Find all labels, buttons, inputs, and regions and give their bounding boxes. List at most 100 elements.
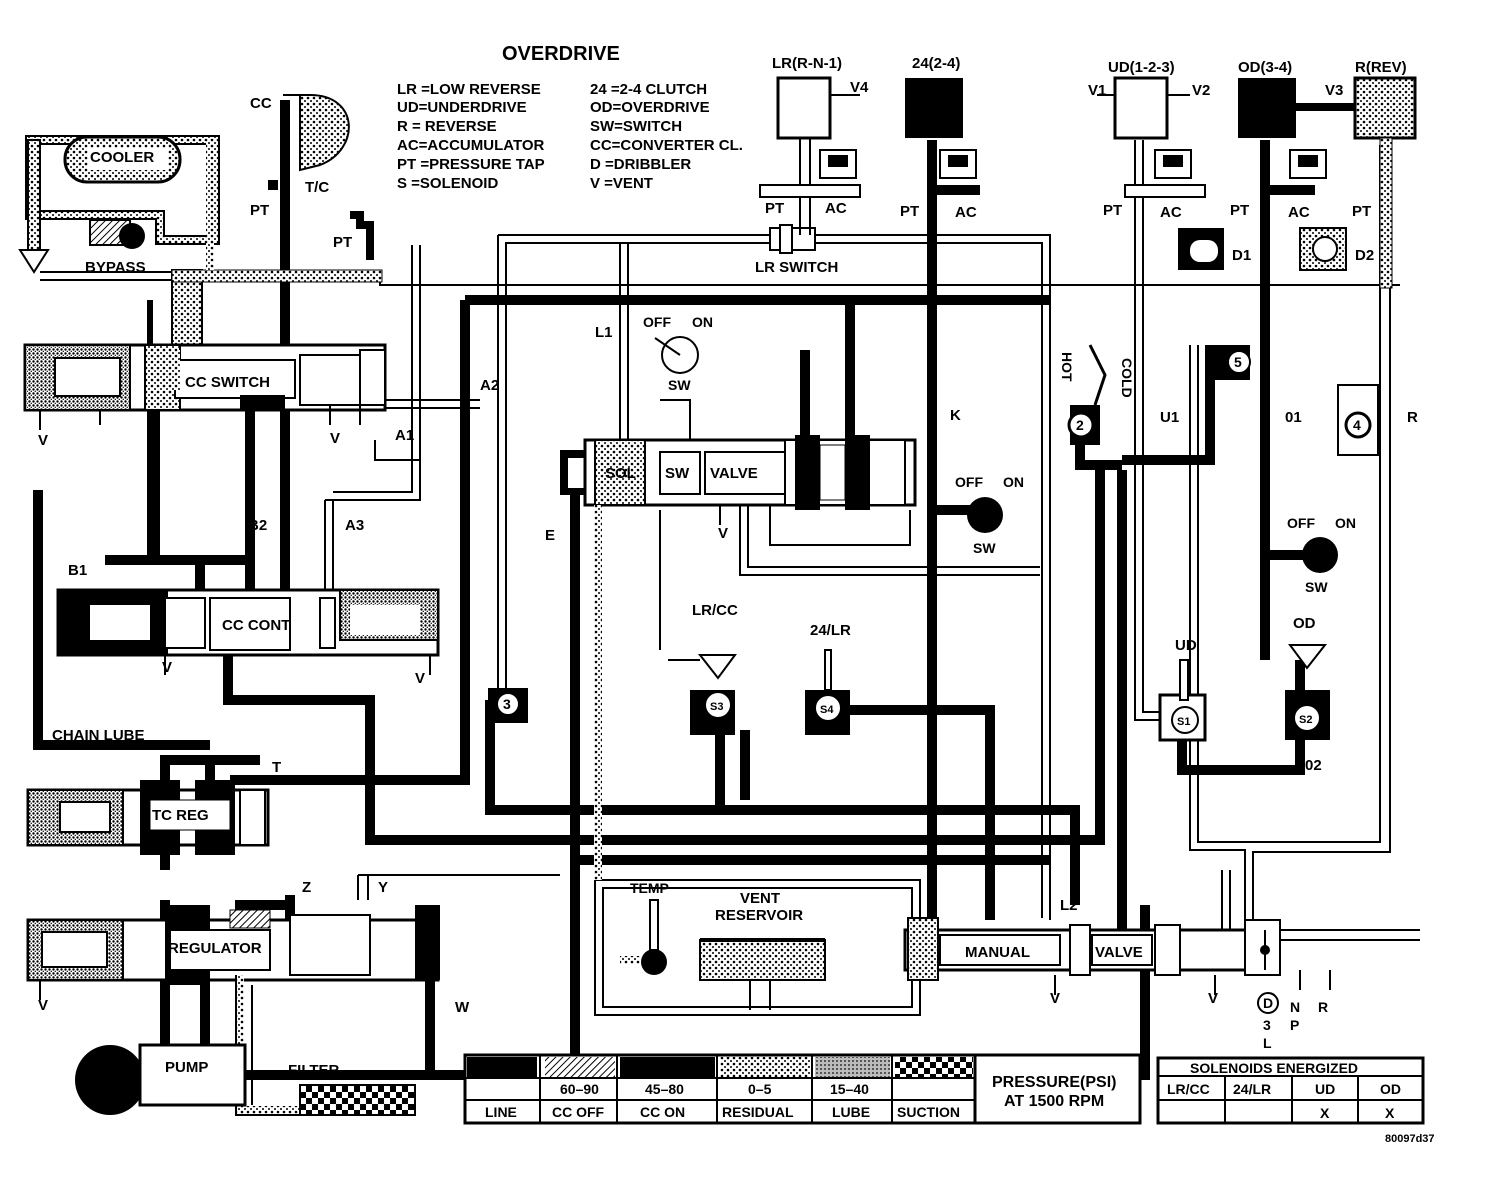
- svg-text:A1: A1: [395, 427, 414, 444]
- svg-text:0–5: 0–5: [748, 1081, 772, 1097]
- clutch-ud: [1097, 76, 1206, 198]
- svg-text:5: 5: [1234, 354, 1242, 370]
- gear-selector-labels: D 3 L N P R: [1263, 995, 1328, 1051]
- label-manual: MANUAL: [965, 944, 1030, 961]
- svg-text:A3: A3: [345, 517, 364, 534]
- svg-text:V: V: [38, 432, 48, 449]
- svg-text:PT: PT: [1352, 203, 1371, 220]
- svg-text:ON: ON: [1335, 515, 1356, 531]
- svg-text:AT 1500 RPM: AT 1500 RPM: [1004, 1093, 1104, 1110]
- label-sol: SOL: [605, 465, 636, 482]
- label-manual-valve: VALVE: [1095, 944, 1143, 961]
- svg-text:PRESSURE(PSI): PRESSURE(PSI): [992, 1074, 1116, 1091]
- svg-text:D: D: [1263, 995, 1273, 1011]
- svg-text:LR/CC: LR/CC: [1167, 1081, 1210, 1097]
- svg-text:SOLENOIDS ENERGIZED: SOLENOIDS ENERGIZED: [1190, 1060, 1358, 1076]
- svg-text:R = REVERSE: R = REVERSE: [397, 118, 497, 135]
- svg-text:X: X: [1320, 1105, 1330, 1121]
- cooler-circuit: [18, 135, 383, 386]
- svg-text:B2: B2: [248, 517, 267, 534]
- svg-text:B1: B1: [68, 562, 87, 579]
- label-regulator: REGULATOR: [168, 940, 262, 957]
- svg-text:SW: SW: [668, 377, 691, 393]
- svg-text:X: X: [1385, 1105, 1395, 1121]
- label-filter: FILTER: [288, 1062, 340, 1079]
- svg-text:V: V: [415, 670, 425, 687]
- svg-text:2: 2: [1076, 417, 1084, 433]
- svg-text:Y: Y: [378, 879, 388, 896]
- torque-converter: [268, 94, 374, 260]
- svg-text:SW: SW: [973, 540, 996, 556]
- pump: [75, 1045, 145, 1115]
- tc-reg-valve: [26, 780, 270, 855]
- svg-text:AC: AC: [955, 204, 977, 221]
- svg-text:L: L: [1263, 1035, 1272, 1051]
- svg-text:45–80: 45–80: [645, 1081, 684, 1097]
- svg-text:COLD: COLD: [1119, 358, 1135, 398]
- svg-text:OFF: OFF: [643, 314, 671, 330]
- svg-text:ON: ON: [1003, 474, 1024, 490]
- svg-text:S2: S2: [1299, 714, 1312, 726]
- svg-text:60–90: 60–90: [560, 1081, 599, 1097]
- page-title: OVERDRIVE: [502, 43, 620, 65]
- label-pump: PUMP: [165, 1059, 208, 1076]
- pressure-switches: [654, 336, 1338, 573]
- label-chain-lube: CHAIN LUBE: [52, 727, 145, 744]
- svg-text:SW: SW: [1305, 579, 1328, 595]
- pressure-legend-table: [463, 1053, 1142, 1125]
- check-balls: [488, 345, 1379, 723]
- svg-text:CC ON: CC ON: [640, 1104, 685, 1120]
- label-clutch-od: OD(3-4): [1238, 59, 1292, 76]
- svg-text:4: 4: [1353, 417, 1361, 433]
- manual-valve: [903, 917, 1420, 1014]
- filter: [299, 1084, 416, 1116]
- svg-text:S1: S1: [1177, 716, 1190, 728]
- label-cooler: COOLER: [90, 149, 154, 166]
- svg-text:PT: PT: [1230, 202, 1249, 219]
- svg-text:V: V: [718, 525, 728, 542]
- label-sw: SW: [665, 465, 690, 482]
- label-valve: VALVE: [710, 465, 758, 482]
- svg-text:P: P: [1290, 1017, 1299, 1033]
- svg-text:PT =PRESSURE TAP: PT =PRESSURE TAP: [397, 156, 545, 173]
- svg-text:24/LR: 24/LR: [1233, 1081, 1271, 1097]
- svg-text:UD: UD: [1315, 1081, 1335, 1097]
- svg-text:75–95: 75–95: [480, 1081, 519, 1097]
- label-tc: T/C: [305, 179, 329, 196]
- label-lr-switch: LR SWITCH: [755, 259, 838, 276]
- svg-text:24/LR: 24/LR: [810, 622, 851, 639]
- svg-text:V: V: [38, 997, 48, 1014]
- solenoids-energized-table: [1156, 1056, 1425, 1125]
- label-cc-switch: CC SWITCH: [185, 374, 270, 391]
- svg-text:D1: D1: [1232, 247, 1251, 264]
- label-bypass: BYPASS: [85, 259, 146, 276]
- svg-text:LUBE: LUBE: [832, 1104, 870, 1120]
- svg-text:S3: S3: [710, 701, 723, 713]
- label-cc: CC: [250, 95, 272, 112]
- svg-text:AC: AC: [1288, 204, 1310, 221]
- svg-text:D2: D2: [1355, 247, 1374, 264]
- svg-text:CC=CONVERTER CL.: CC=CONVERTER CL.: [590, 137, 743, 154]
- label-vent: VENT: [740, 890, 780, 907]
- label-tc-reg: TC REG: [152, 807, 209, 824]
- figure-id: 80097d37: [1385, 1133, 1435, 1145]
- svg-text:V1: V1: [1088, 82, 1106, 99]
- svg-text:V3: V3: [1325, 82, 1343, 99]
- svg-text:V: V: [1208, 990, 1218, 1007]
- clutch-lr: [759, 76, 861, 235]
- svg-text:SW=SWITCH: SW=SWITCH: [590, 118, 682, 135]
- svg-text:ON: ON: [692, 314, 713, 330]
- svg-text:SUCTION: SUCTION: [897, 1104, 960, 1120]
- svg-text:OD=OVERDRIVE: OD=OVERDRIVE: [590, 99, 710, 116]
- svg-text:OFF: OFF: [1287, 515, 1315, 531]
- svg-text:RESIDUAL: RESIDUAL: [722, 1104, 794, 1120]
- solenoids: [690, 644, 1330, 742]
- svg-text:AC: AC: [1160, 204, 1182, 221]
- regulator-valve: [26, 905, 440, 1116]
- svg-text:02: 02: [1305, 757, 1322, 774]
- svg-text:V4: V4: [850, 79, 869, 96]
- label-reservoir: RESERVOIR: [715, 907, 803, 924]
- svg-text:T: T: [272, 759, 281, 776]
- label-clutch-24: 24(2-4): [912, 55, 960, 72]
